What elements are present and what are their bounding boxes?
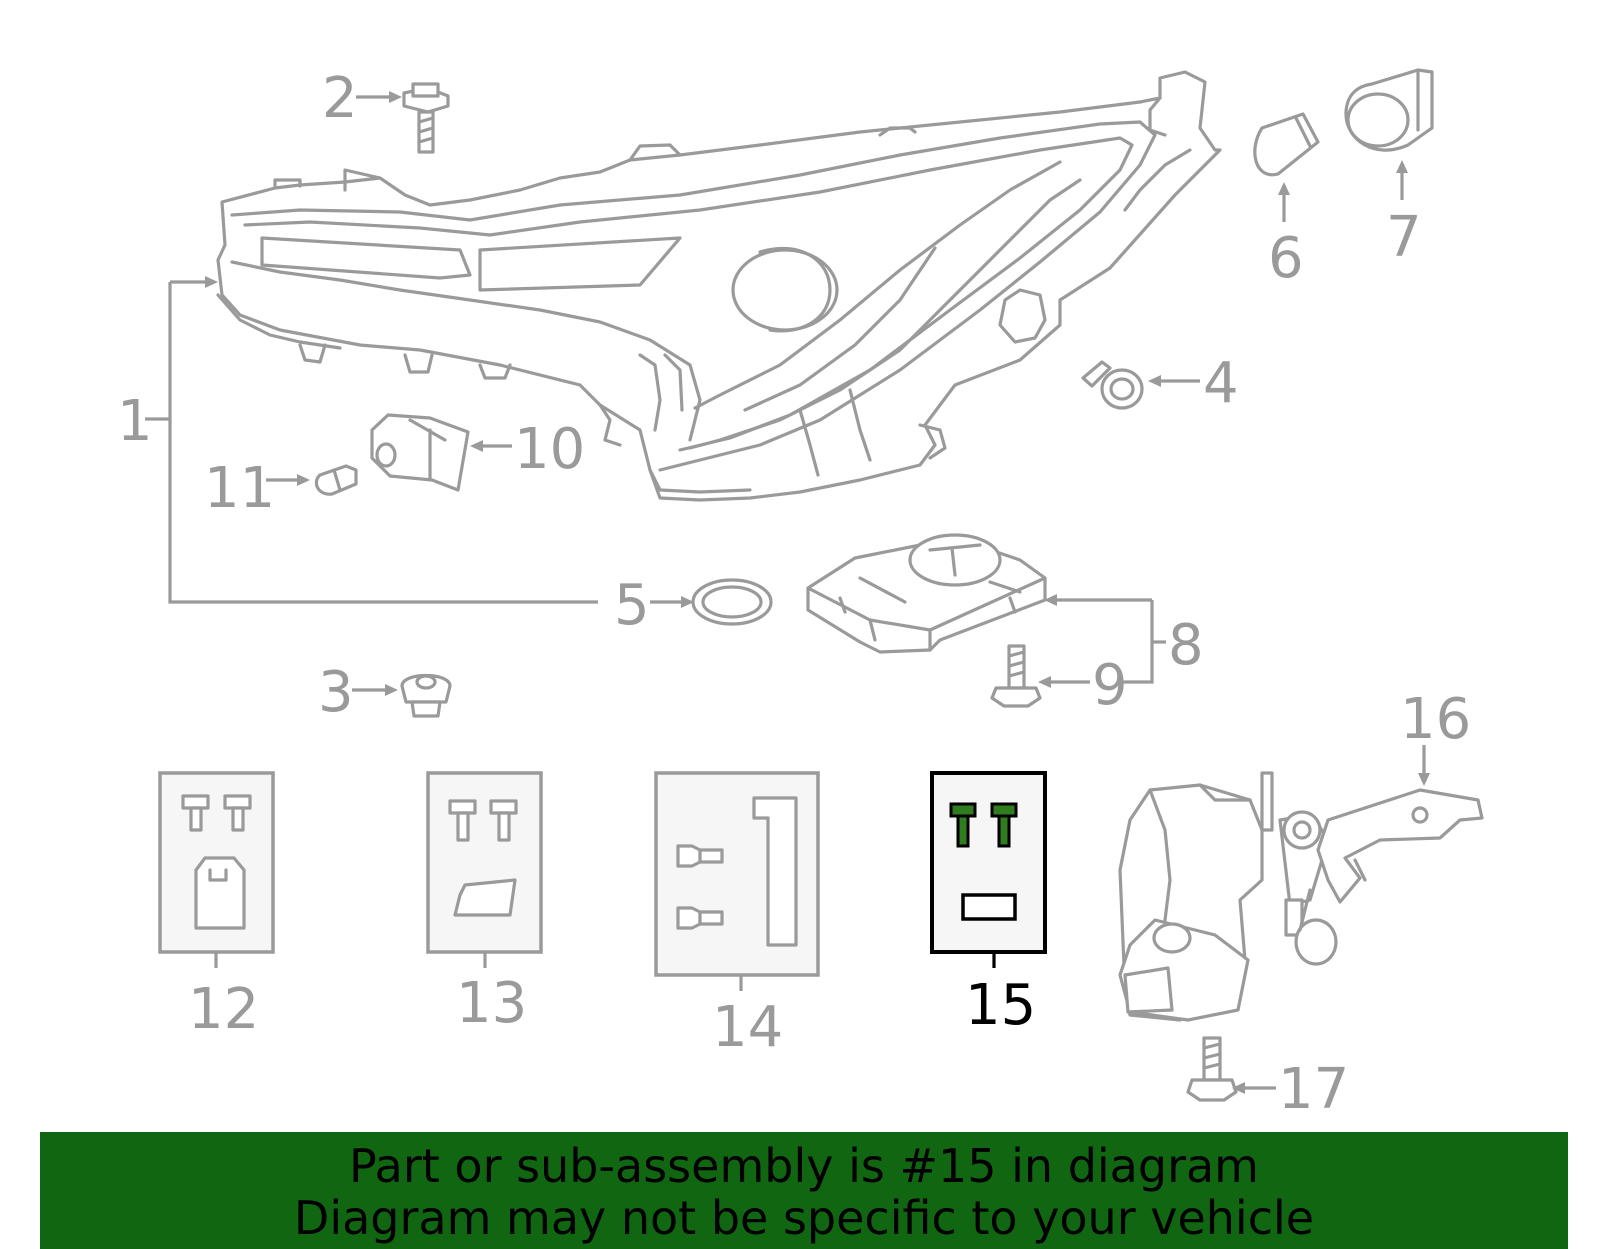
- banner-line-2: Diagram may not be specific to your vehi…: [293, 1191, 1315, 1245]
- callout-8: 8: [1168, 613, 1204, 678]
- callout-2: 2: [322, 66, 358, 131]
- kit-box-12: [158, 771, 275, 954]
- bulb-part-6: [1253, 112, 1320, 177]
- banner-line-1: Part or sub-assembly is #15 in diagram: [349, 1139, 1259, 1193]
- callout-6: 6: [1268, 226, 1304, 291]
- bulb-part-7: [1344, 68, 1434, 152]
- kit-box-13: [426, 771, 543, 954]
- callout-16: 16: [1400, 687, 1471, 752]
- clip-part-3: [400, 674, 452, 718]
- callout-numbers: 1 2 3 4 5 6 7 8 9 10 11 12 13 14 15 16 1…: [117, 66, 1471, 1122]
- info-banner: Part or sub-assembly is #15 in diagram D…: [40, 1132, 1568, 1249]
- callout-12: 12: [188, 977, 259, 1042]
- callout-11: 11: [204, 456, 275, 521]
- bolt-part-17: [1186, 1036, 1238, 1102]
- bolt-part-2: [402, 82, 450, 154]
- screw-part-11: [314, 464, 358, 496]
- control-module-part-8: [806, 533, 1047, 654]
- callout-9: 9: [1092, 653, 1128, 718]
- callout-17: 17: [1278, 1057, 1349, 1122]
- callout-1: 1: [117, 389, 153, 454]
- callout-7: 7: [1386, 205, 1422, 270]
- kit-box-15: [930, 771, 1047, 954]
- callout-3: 3: [318, 660, 354, 725]
- callout-14: 14: [712, 995, 783, 1060]
- leader-lines: [145, 91, 1430, 1094]
- leveling-actuator-part-16: [1118, 771, 1484, 1022]
- callout-15: 15: [965, 973, 1036, 1038]
- screw-part-4: [1081, 360, 1144, 410]
- bolt-part-9: [990, 644, 1042, 708]
- callout-10: 10: [514, 417, 585, 482]
- callout-4: 4: [1203, 351, 1239, 416]
- o-ring-part-5: [691, 578, 773, 626]
- sensor-part-10: [370, 413, 470, 492]
- headlamp-assembly: [216, 70, 1222, 502]
- kit-box-14: [654, 771, 820, 977]
- callout-5: 5: [614, 573, 650, 638]
- callout-13: 13: [456, 971, 527, 1036]
